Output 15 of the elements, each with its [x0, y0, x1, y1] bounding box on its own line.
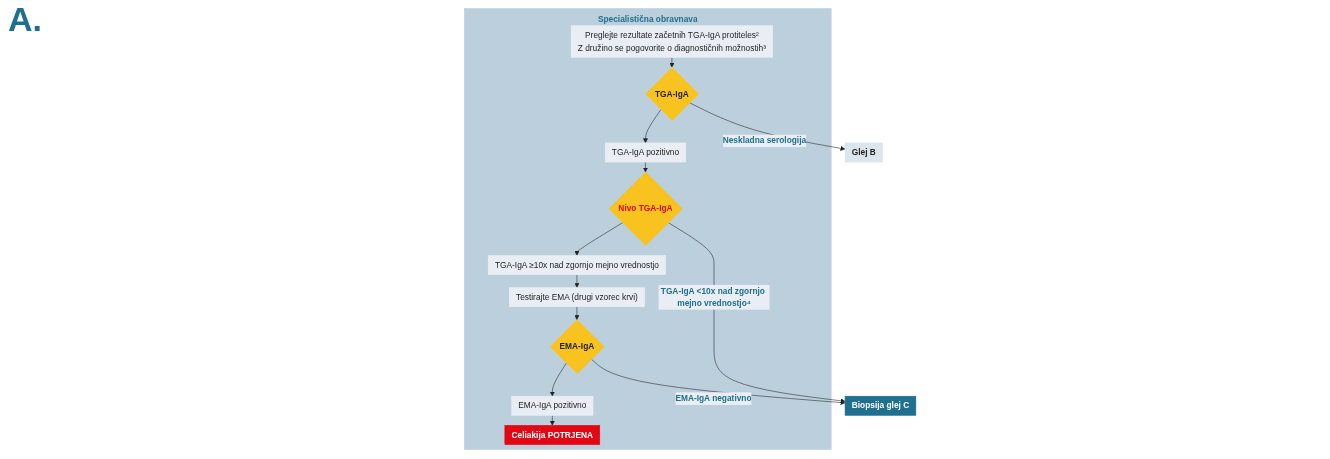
edge-label: Neskladna serologija — [722, 135, 807, 146]
node-diamond: EMA-IgA — [549, 319, 605, 374]
node-box: Biopsija glej C — [844, 395, 917, 416]
node-diamond: Nivo TGA-IgA — [608, 171, 683, 246]
node-box: TGA-IgA pozitivno — [604, 142, 686, 163]
node-box: Testirajte EMA (drugi vzorec krvi) — [508, 287, 645, 308]
node-box: EMA-IgA pozitivno — [511, 395, 594, 416]
node-diamond: TGA-IgA — [645, 67, 699, 121]
node-box: Preglejte rezultate začetnih TGA-IgA protiteles² Z družino se pogovorite o diagnostičnih možnostih³ — [570, 25, 773, 58]
panel-title: A. — [8, 0, 42, 39]
node-box: Glej B — [844, 142, 883, 163]
node-box: Celiakija POTRJENA — [504, 425, 600, 445]
edge-label: EMA-IgA negativno — [675, 393, 752, 403]
edge-label: TGA-IgA <10x nad zgornjo mejno vrednostjo⁴ — [660, 285, 765, 308]
node-box: TGA-IgA ≥10x nad zgornjo mejno vrednostjo — [487, 255, 666, 275]
